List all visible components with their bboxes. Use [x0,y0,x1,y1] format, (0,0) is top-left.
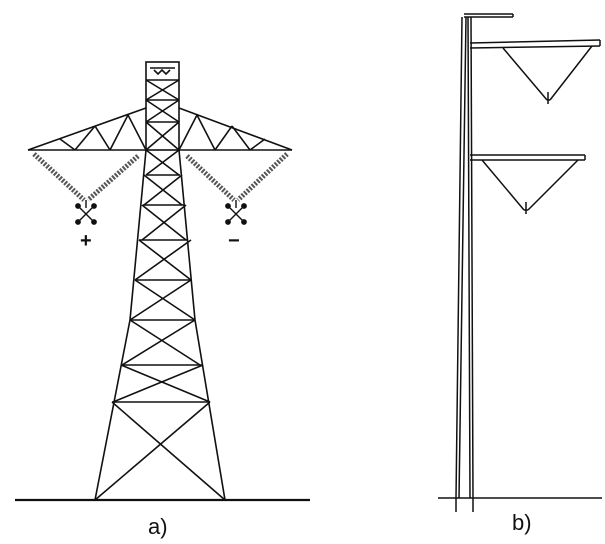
caption-a: a) [148,514,168,539]
right-crossarm [178,107,293,151]
polarity-minus-label: − [228,230,240,252]
right-conductor-bundle [225,200,247,225]
polarity-plus-label: + [80,230,92,252]
pole-shaft [455,16,474,512]
panel-a-lattice-tower [15,61,310,502]
right-insulator-string [185,152,289,202]
lower-crossarm [470,154,586,214]
tower-peak [145,61,180,151]
panel-b-monopole [438,13,602,512]
upper-crossarm [469,39,601,104]
left-conductor-bundle [75,200,97,225]
left-insulator-string [32,152,140,202]
tower-body [94,149,226,501]
earthwire-peak [464,13,514,18]
left-crossarm [27,107,147,151]
caption-b: b) [512,510,532,535]
